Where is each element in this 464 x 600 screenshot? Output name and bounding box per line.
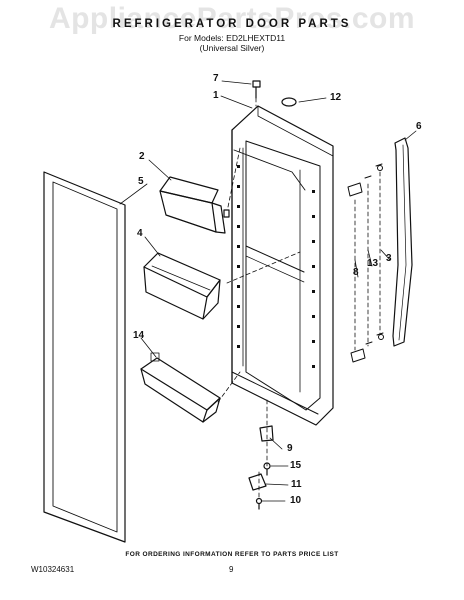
ordering-note: FOR ORDERING INFORMATION REFER TO PARTS … [125,551,339,558]
callout-4: 4 [137,228,143,239]
handle-fasteners [347,163,384,363]
callout-10: 10 [290,495,302,506]
top-screw [252,80,261,99]
callout-12: 12 [330,92,342,103]
callout-3: 3 [386,253,392,264]
callout-7: 7 [213,73,219,84]
door-gasket [43,171,126,543]
callout-15: 15 [290,460,302,471]
diagram-title: REFRIGERATOR DOOR PARTS [112,18,352,30]
door-bin [143,252,221,320]
page-number: 9 [229,565,234,574]
door-handle [392,137,413,347]
callout-2: 2 [139,151,145,162]
callout-6: 6 [416,121,422,132]
callout-8: 8 [353,267,359,278]
callout-1: 1 [213,90,219,101]
hinge-hardware [248,425,274,510]
document-number: W10324631 [31,565,75,574]
watermark: AppliancePartsPros.com [48,2,416,35]
door-assembly [231,105,334,426]
callout-5: 5 [138,176,144,187]
color-line: (Universal Silver) [199,43,265,53]
dairy-door [159,176,230,234]
callout-11: 11 [291,479,302,490]
callout-14: 14 [133,330,145,341]
callout-9: 9 [287,443,293,454]
callout-13: 13 [367,258,379,269]
models-line: For Models: ED2LHEXTD11 [178,33,286,43]
bottom-bin [140,352,221,423]
plug-button [281,97,297,107]
